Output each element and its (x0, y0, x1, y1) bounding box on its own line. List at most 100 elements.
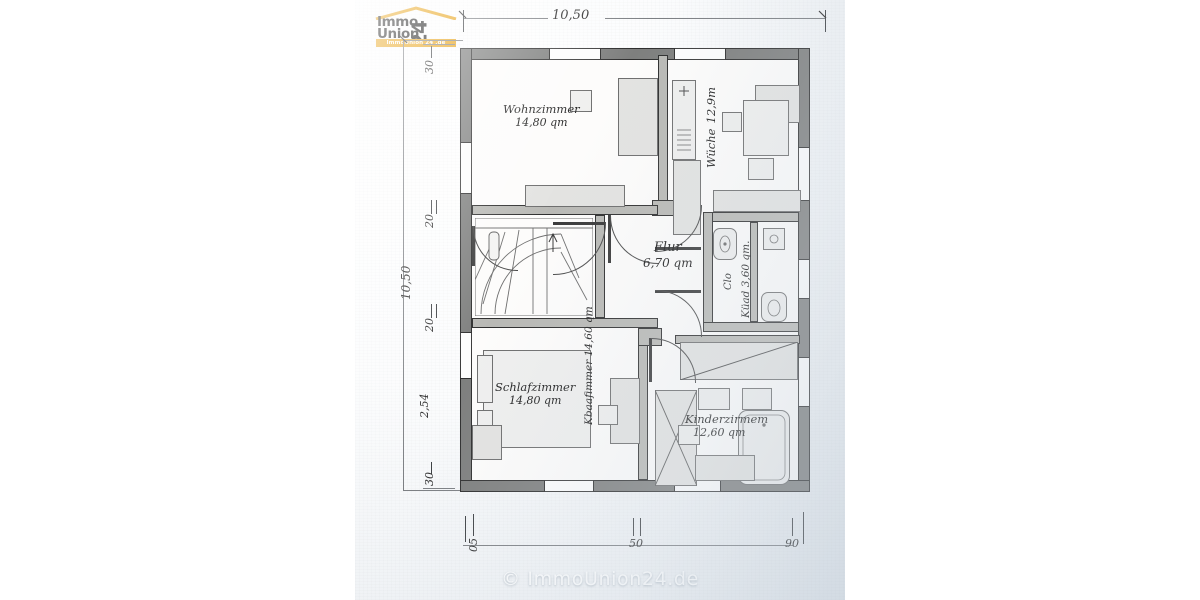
room-area-flur: 6,70 qm (643, 255, 693, 270)
window-left-1[interactable] (460, 143, 472, 193)
furniture-sidetable-living (570, 90, 592, 112)
furniture-small-hall (598, 405, 618, 425)
left-seg-line-4 (423, 488, 455, 489)
room-name-wohnzimmer: Wohnzimmer (503, 102, 580, 116)
bottom-tick-1b (640, 518, 641, 536)
bottom-tick-1a (633, 518, 634, 536)
fixture-toilet (761, 292, 787, 322)
furniture-wardrobe-master (472, 425, 502, 460)
room-label-wohnzimmer: Wohnzimmer 14,80 qm (503, 102, 580, 129)
window-top-1[interactable] (550, 48, 600, 60)
left-overall-dim-line (403, 40, 404, 490)
bottom-dimension-label-1: 50 (629, 537, 643, 550)
kitchen-cabinet-detail-icon (677, 86, 691, 151)
top-dim-arrow-left (458, 10, 467, 19)
left-seg-tick-1b (436, 200, 437, 214)
left-dimension-label-0: 30 (423, 60, 436, 74)
mirror-detail-icon (769, 234, 779, 244)
bottom-tick-0a (465, 516, 466, 542)
bottom-tick-2b (803, 512, 804, 544)
window-left-2[interactable] (460, 333, 472, 378)
left-seg-tick-1a (431, 200, 432, 214)
wall-bottom-1 (460, 480, 545, 492)
window-right-3[interactable] (798, 358, 810, 406)
room-name-clo: Clo (723, 273, 734, 290)
room-label-kinderzimmer: Kinderzirmem 12,60 qm (685, 412, 768, 439)
top-dim-tick-start (463, 10, 464, 32)
logo-line-2: Union (377, 26, 420, 43)
left-seg-line-0 (423, 44, 455, 45)
logo-wordmark: Immo Union 24 (377, 14, 455, 47)
immounion24-logo[interactable]: Immo Union 24 ImmoUnion 24 .de (373, 5, 459, 49)
bottom-tick-2a (792, 518, 793, 536)
door-leaf-living-stair[interactable] (472, 226, 475, 266)
wall-interior-bath-bottom (703, 322, 799, 332)
wall-interior-kitchen-hall (658, 55, 668, 215)
left-seg-tick-2a (431, 304, 432, 318)
top-dim-line-left (463, 18, 548, 19)
door-leaf-hall-bath[interactable] (655, 247, 701, 250)
left-overall-dimension-label: 10,50 (399, 265, 413, 300)
top-dim-tick-end (825, 10, 826, 32)
left-overall-top-cap (403, 40, 463, 41)
toilet-detail-icon (767, 299, 781, 317)
room-name-kbaafimmer: Kbaafimmer (583, 359, 595, 425)
room-name-kuad: Küad (740, 290, 752, 318)
left-overall-bottom-cap (403, 490, 463, 491)
fixture-mirror-wc (763, 228, 785, 250)
wall-top-2 (600, 48, 675, 60)
room-label-kueche: Wüche 12,9m (700, 87, 720, 168)
furniture-cabinet-kids-1 (698, 388, 730, 410)
sink-detail-icon (719, 235, 731, 253)
wall-interior-bath-left (703, 212, 713, 332)
window-right-1[interactable] (798, 148, 810, 200)
room-area-kbaafimmer: 14,60 qm (583, 306, 595, 357)
furniture-stool-kids (678, 425, 700, 445)
room-name-kinderzimmer: Kinderzirmem (685, 412, 769, 426)
right-letterbox (845, 0, 1200, 600)
room-label-clo: Clo (723, 273, 735, 290)
wall-left-3 (460, 378, 472, 492)
left-seg-tick-4 (431, 462, 432, 474)
window-bottom-1[interactable] (545, 480, 593, 492)
bathtub-detail-icon (742, 414, 786, 481)
copyright-watermark: © ImmoUnion24.de (501, 568, 699, 590)
wall-left-1 (460, 48, 472, 143)
logo-line-1: Immo (377, 14, 418, 30)
top-dim-line-right (605, 18, 825, 19)
bottom-tick-0b (473, 514, 474, 536)
room-label-schlafzimmer: Schlafzimmer 14,80 qm (495, 380, 575, 407)
wall-interior-stair-right (595, 215, 605, 318)
wall-interior-bath-top (703, 212, 799, 222)
window-top-2[interactable] (675, 48, 725, 60)
bottom-dimension-label-0: 05 (467, 538, 480, 552)
logo-roof-icon (375, 6, 457, 20)
door-leaf-hall-wc[interactable] (655, 290, 701, 293)
door-leaf-hall-kids[interactable] (649, 338, 652, 382)
logo-tagline: ImmoUnion 24 .de (376, 39, 456, 47)
wardrobe-cross-icon (655, 390, 697, 486)
room-area-kueche: 12,9m (704, 86, 718, 124)
top-dimension-label: 10,50 (552, 8, 590, 23)
furniture-bed-master (483, 350, 591, 448)
left-seg-tick-0 (431, 46, 432, 58)
room-name-flur: Flur (653, 240, 682, 255)
door-leaf-hall-1[interactable] (608, 215, 611, 263)
window-right-2[interactable] (798, 260, 810, 298)
furniture-kitchen-chair-1 (722, 112, 742, 132)
wall-right-3 (798, 298, 810, 358)
wall-interior-wc-divider (750, 222, 758, 322)
left-dimension-label-3: 2,54 (418, 393, 431, 419)
left-dimension-label-1: 20 (423, 214, 436, 228)
bottom-dimension-label-2: 90 (785, 537, 799, 550)
left-seg-tick-2b (436, 304, 437, 318)
room-name-kueche: Wüche (704, 128, 718, 168)
top-dim-arrow-right (818, 10, 827, 19)
furniture-nightstand-1 (477, 355, 493, 403)
room-label-flur: Flur 6,70 qm (643, 240, 693, 270)
shower-diagonal-icon (680, 342, 798, 380)
floorplan-sheet: Immo Union 24 ImmoUnion 24 .de 10,50 1 (355, 0, 845, 600)
furniture-cabinet-kids-2 (742, 388, 772, 410)
furniture-kitchen-chair-2 (748, 158, 774, 180)
